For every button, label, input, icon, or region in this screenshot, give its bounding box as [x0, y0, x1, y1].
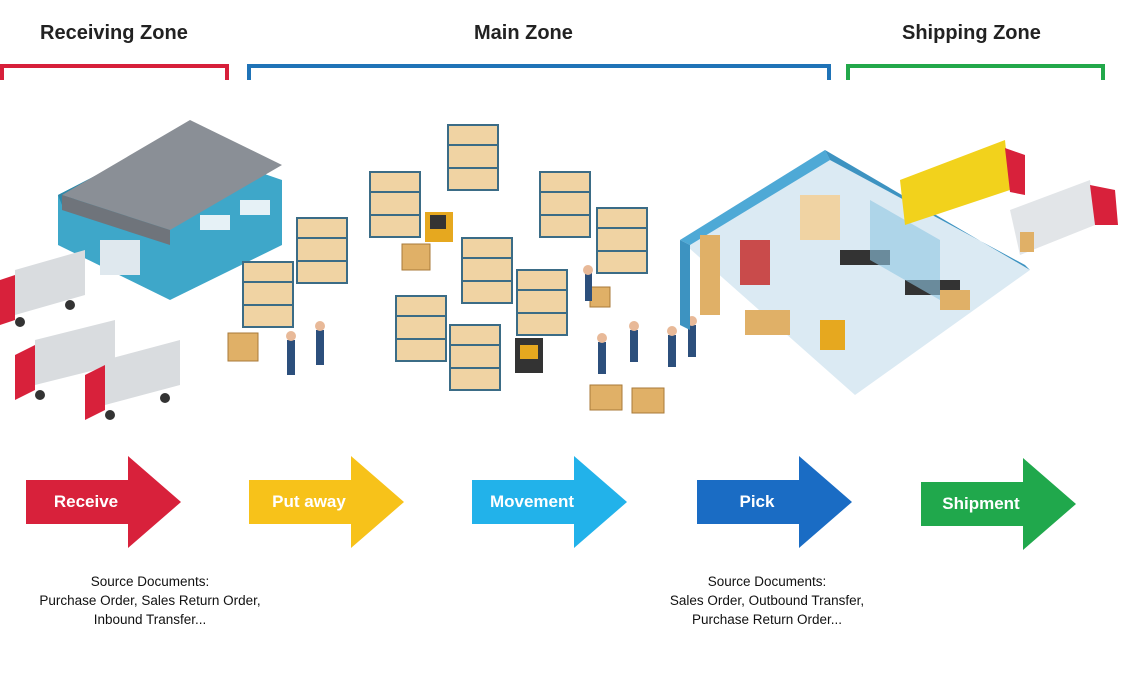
source-documents-line: Inbound Transfer...	[93, 612, 207, 627]
source-documents-line: Purchase Order, Sales Return Order,	[39, 593, 261, 608]
receiving-building-illustration	[58, 120, 282, 300]
step-receive-label: Receive	[53, 492, 119, 511]
zone-title-shipping: Shipping Zone	[902, 22, 1041, 44]
step-put-away-arrow-shape	[249, 456, 404, 548]
forklifts-illustration	[425, 212, 543, 373]
zone-title-receiving: Receiving Zone	[40, 22, 188, 44]
step-pick-arrow-shape	[697, 456, 852, 548]
zone-bracket-main	[247, 64, 831, 80]
step-shipment-label: Shipment	[942, 494, 1020, 513]
step-movement-arrow: Movement	[472, 456, 627, 548]
storage-racks-illustration	[242, 124, 648, 391]
receiving-trucks-illustration	[0, 250, 180, 420]
step-receive-arrow-shape	[26, 456, 181, 548]
source-documents-shipping: Source Documents: Sales Order, Outbound …	[617, 572, 917, 629]
step-put-away-label: Put away	[272, 492, 346, 511]
step-movement-arrow-shape	[472, 456, 627, 548]
step-shipment-arrow: Shipment	[921, 458, 1076, 550]
source-documents-heading: Source Documents:	[707, 574, 827, 589]
zone-bracket-shipping	[846, 64, 1105, 80]
zone-bracket-receiving	[0, 64, 229, 80]
source-documents-receiving: Source Documents: Purchase Order, Sales …	[0, 572, 300, 629]
step-receive-arrow: Receive	[26, 456, 181, 548]
step-movement-label: Movement	[489, 492, 575, 511]
step-pick-label: Pick	[739, 492, 775, 511]
shipping-trucks-illustration	[900, 140, 1118, 255]
zone-title-main: Main Zone	[474, 22, 573, 44]
warehouse-illustration	[0, 120, 1118, 420]
source-documents-line: Purchase Return Order...	[691, 612, 843, 627]
step-put-away-arrow: Put away	[249, 456, 404, 548]
boxes-illustration	[227, 243, 665, 414]
workers-illustration	[286, 265, 697, 375]
source-documents-heading: Source Documents:	[90, 574, 210, 589]
source-documents-line: Sales Order, Outbound Transfer,	[669, 593, 865, 608]
step-pick-arrow: Pick	[697, 456, 852, 548]
step-shipment-arrow-shape	[921, 458, 1076, 550]
